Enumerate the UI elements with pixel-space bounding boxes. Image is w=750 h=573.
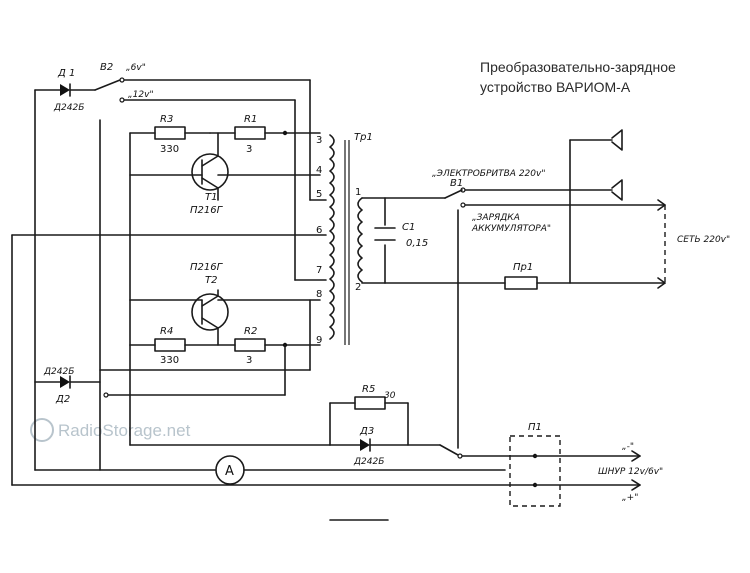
resistor-r5 [354,396,386,410]
diode-d1 [34,83,96,97]
resistor-r1 [234,126,266,140]
pin-7: 7 [316,265,322,276]
r4-value: 330 [160,355,179,366]
r2-label: R2 [244,326,257,337]
watermark-logo-icon [30,418,54,442]
title-line-2: устройство ВАРИОМ-А [480,79,631,95]
title-line-1: Преобразовательно-зарядное [480,59,676,75]
pin-2: 2 [355,282,361,293]
transistor-t2 [191,289,229,346]
r4-label: R4 [160,326,173,337]
d1-type: Д242Б [53,103,84,113]
charging-label-1: „ЗАРЯДКА [472,213,520,223]
r5-value: 30 [384,391,396,401]
shavers-label: „ЭЛЕКТРОБРИТВА 220v" [432,169,545,179]
pin-4: 4 [316,165,322,176]
d3-type: Д242Б [353,457,384,467]
ammeter-label: A [225,464,234,479]
b2-12v-label: „12v" [128,90,154,100]
minus-label: „-" [622,442,634,452]
b2-label: В2 [100,62,113,73]
pin-3: 3 [316,135,322,146]
resistor-r2 [234,338,266,352]
shaver-socket-icon [611,129,623,201]
c1-label: С1 [402,222,415,233]
transistor-t1 [191,132,229,191]
switch-b2 [94,77,311,103]
resistor-r3 [154,126,186,140]
pin-5: 5 [316,189,322,200]
b1-label: В1 [450,178,463,189]
d2-label: Д2 [55,394,70,405]
fuse-pr1 [504,276,538,290]
diode-d2 [34,375,101,389]
r1-value: 3 [246,144,252,155]
pin-6: 6 [316,225,322,236]
t2-type: П216Г [190,262,224,273]
pin-8: 8 [316,289,322,300]
plus-label: „+" [622,493,638,503]
transformer-tr1 [329,134,363,345]
d3-label: Д3 [359,426,374,437]
pin-1: 1 [355,187,361,198]
t1-type: П216Г [190,205,224,216]
c1-value: 0,15 [406,238,428,249]
d2-type: Д242Б [43,367,74,377]
r3-value: 330 [160,144,179,155]
diode-d3 [329,438,441,452]
t2-label: Т2 [205,275,217,286]
r3-label: R3 [160,114,173,125]
watermark: RadioStorage.net [30,418,191,442]
resistor-r4 [154,338,186,352]
t1-label: Т1 [205,192,217,203]
pin-9: 9 [316,335,322,346]
p1-label: П1 [528,422,542,433]
connector-p1 [509,435,561,507]
r5-label: R5 [362,384,375,395]
watermark-text: RadioStorage.net [58,421,191,440]
capacitor-c1 [374,227,396,241]
tr1-label: Тр1 [354,132,373,143]
b2-6v-label: „6v" [126,63,146,73]
r1-label: R1 [244,114,257,125]
mains-label: СЕТЬ 220v" [677,235,730,245]
switch-b1 [444,187,666,208]
cord-label: ШНУР 12v/6v" [598,467,663,477]
d1-label: Д 1 [57,68,75,79]
charging-label-2: АККУМУЛЯТОРА" [471,224,551,234]
pr1-label: Пр1 [513,262,533,273]
r2-value: 3 [246,355,252,366]
